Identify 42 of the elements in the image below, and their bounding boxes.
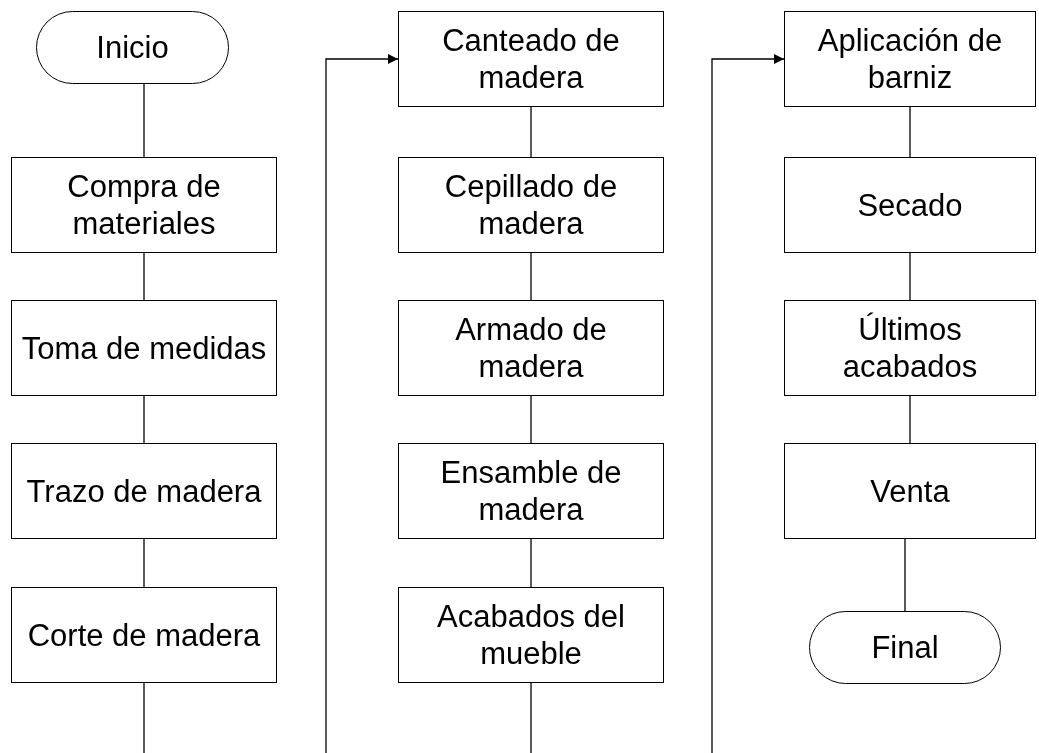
- process-box: [11, 157, 277, 253]
- node-label: Trazo de madera: [26, 472, 262, 510]
- node-label: Cepillado de madera: [443, 168, 619, 242]
- connector-line: [530, 252, 532, 301]
- arrow: [530, 54, 785, 753]
- connector-line: [909, 395, 911, 444]
- process-box: [398, 587, 664, 683]
- arrow: [143, 54, 399, 753]
- connector-line: [143, 395, 145, 444]
- node-label: Corte de madera: [27, 616, 261, 654]
- node-label: Inicio: [96, 29, 169, 66]
- connector-line: [143, 538, 145, 588]
- connector-line: [909, 252, 911, 301]
- connector-line: [909, 106, 911, 158]
- node-label: Venta: [870, 472, 950, 510]
- process-box: [784, 11, 1036, 107]
- process-box: [784, 300, 1036, 396]
- process-box: [11, 300, 277, 396]
- node-label: Últimos acabados: [841, 311, 979, 385]
- connector-line: [143, 252, 145, 301]
- process-box: [784, 443, 1036, 539]
- node-label: Final: [871, 629, 939, 666]
- connector-line: [530, 538, 532, 588]
- connector-line: [904, 538, 906, 612]
- process-box: [11, 443, 277, 539]
- process-box: [11, 587, 277, 683]
- process-box: [398, 11, 664, 107]
- connector-line: [530, 106, 532, 158]
- process-box: [398, 157, 664, 253]
- node-label: Compra de materiales: [66, 168, 222, 242]
- node-label: Secado: [857, 186, 963, 224]
- process-box: [398, 300, 664, 396]
- connector-line: [143, 83, 145, 158]
- process-box: [784, 157, 1036, 253]
- connector-line: [530, 395, 532, 444]
- node-label: Armado de madera: [454, 311, 608, 385]
- process-box: [398, 443, 664, 539]
- node-label: Toma de medidas: [21, 329, 267, 367]
- node-label: Aplicación de barniz: [816, 22, 1004, 96]
- node-label: Canteado de madera: [441, 22, 621, 96]
- node-label: Acabados del mueble: [436, 598, 626, 672]
- node-label: Ensamble de madera: [439, 454, 623, 528]
